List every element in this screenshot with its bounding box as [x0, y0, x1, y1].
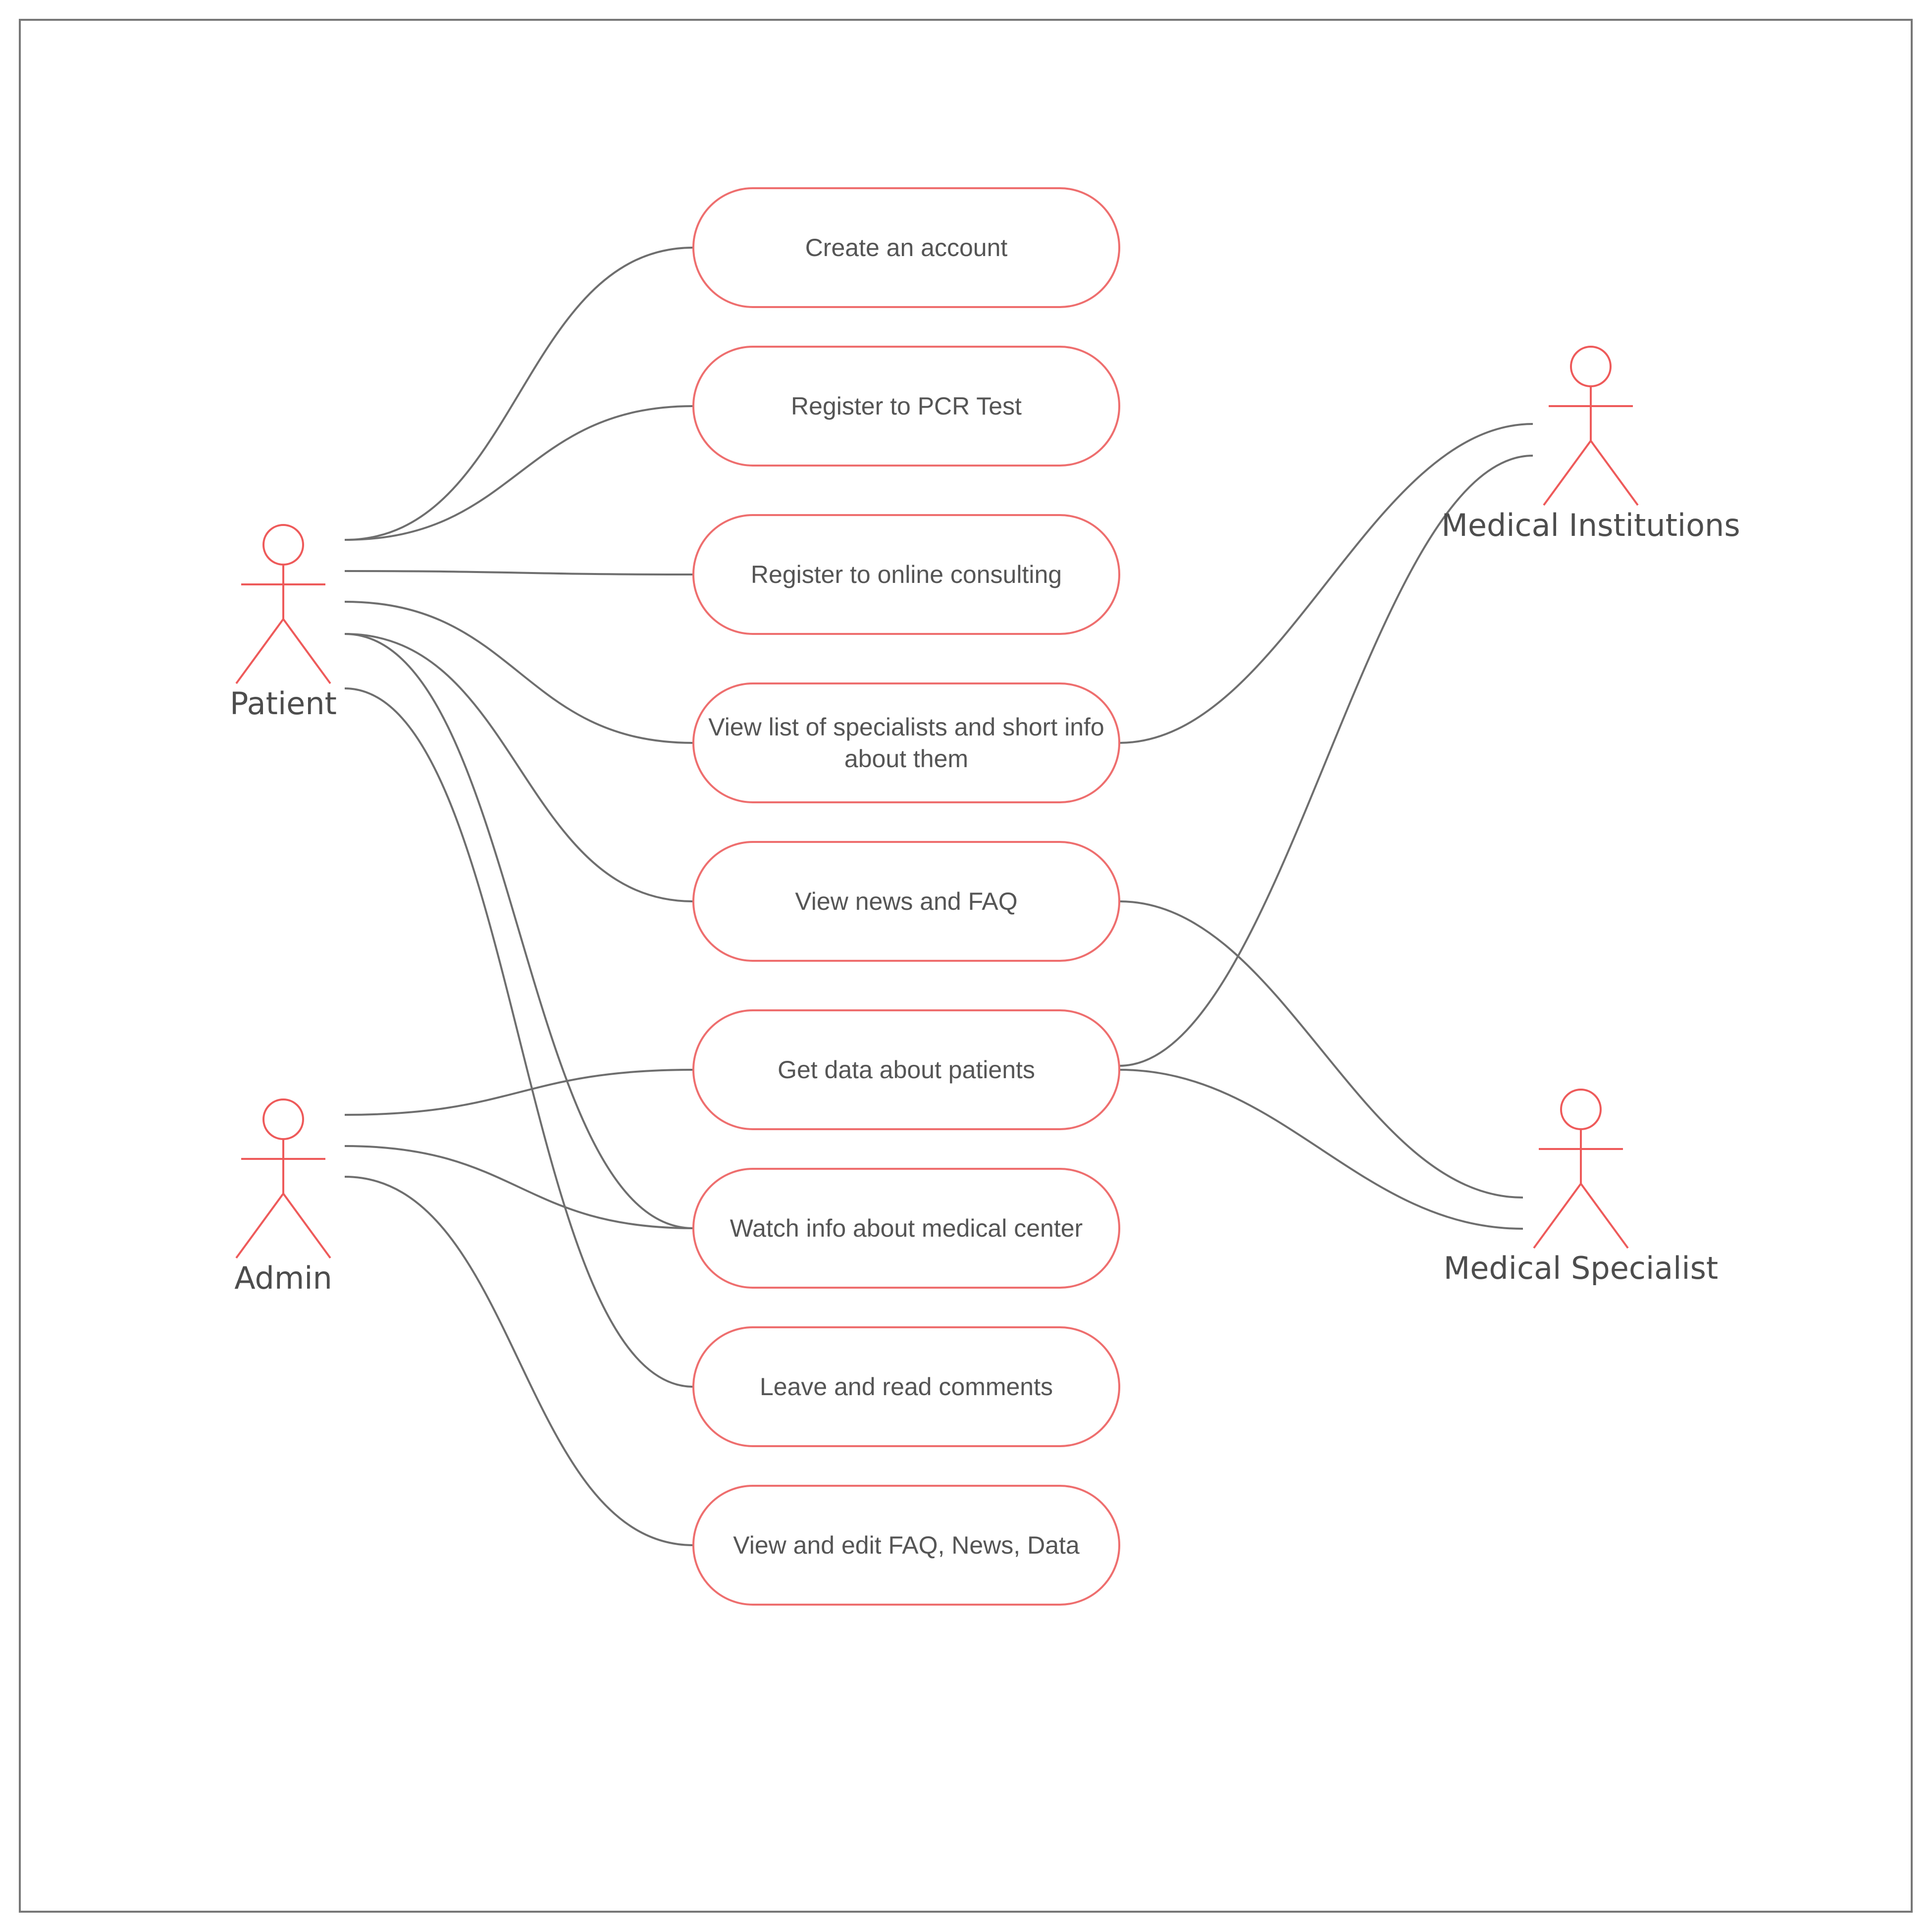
use-case-edit-faq: View and edit FAQ, News, Data [692, 1485, 1120, 1606]
stick-figure-icon [1533, 1089, 1629, 1249]
use-case-ellipse [692, 1168, 1120, 1289]
use-case-ellipse [692, 187, 1120, 308]
association-institutions-get-data [1119, 455, 1533, 1067]
association-admin-watch-info [344, 1145, 694, 1229]
use-case-label: View and edit FAQ, News, Data [733, 1531, 1080, 1559]
association-admin-edit-faq [344, 1176, 694, 1546]
actor-label: Patient [230, 685, 337, 722]
use-case-label: Create an account [805, 234, 1008, 261]
use-case-create-account: Create an account [692, 187, 1120, 308]
use-case-comments: Leave and read comments [692, 1326, 1120, 1447]
use-case-label: Register to PCR Test [791, 392, 1022, 420]
use-case-register-pcr: Register to PCR Test [692, 346, 1120, 467]
use-case-label: View news and FAQ [795, 888, 1017, 915]
actor-label: Medical Institutions [1441, 507, 1740, 543]
use-case-watch-info: Watch info about medical center [692, 1168, 1120, 1289]
actor-label: Medical Specialist [1444, 1250, 1718, 1286]
association-lines [344, 247, 1533, 1546]
actor-institutions: Medical Institutions [1441, 346, 1740, 543]
use-case-ellipse [692, 1485, 1120, 1606]
use-case-label: Register to online consulting [751, 561, 1062, 588]
use-case-register-consulting: Register to online consulting [692, 514, 1120, 635]
association-patient-comments [344, 687, 694, 1388]
use-case-label: Watch info about medical center [730, 1214, 1083, 1242]
stick-figure-icon [1543, 346, 1639, 506]
use-case-label: about them [844, 745, 968, 773]
association-patient-view-specialists [344, 601, 694, 744]
association-patient-view-news [344, 633, 694, 902]
use-case-label: Leave and read comments [760, 1373, 1053, 1401]
association-patient-register-consulting [344, 570, 694, 575]
use-case-ellipse [692, 682, 1120, 803]
association-patient-register-pcr [344, 405, 694, 541]
actor-admin: Admin [234, 1098, 332, 1296]
use-case-view-news: View news and FAQ [692, 841, 1120, 962]
use-case-label: View list of specialists and short info [708, 713, 1104, 741]
association-institutions-view-specialists [1119, 423, 1533, 744]
use-case-view-specialists: View list of specialists and short info a… [692, 682, 1120, 803]
actor-label: Admin [234, 1260, 332, 1296]
use-case-ellipse [692, 514, 1120, 635]
actor-patient: Patient [230, 524, 337, 722]
actor-specialist: Medical Specialist [1444, 1089, 1718, 1286]
association-patient-watch-info [344, 633, 694, 1229]
use-case-ellipse [692, 1009, 1120, 1130]
use-case-get-data: Get data about patients [692, 1009, 1120, 1130]
association-admin-get-data [344, 1069, 694, 1116]
use-case-ellipse [692, 841, 1120, 962]
association-specialist-view-news [1119, 900, 1523, 1199]
use-case-ellipse [692, 346, 1120, 467]
stick-figure-icon [235, 1098, 331, 1259]
use-case-ellipse [692, 1326, 1120, 1447]
stick-figure-icon [235, 524, 331, 684]
association-patient-create-account [344, 247, 694, 541]
use-case-label: Get data about patients [778, 1056, 1035, 1084]
association-specialist-get-data [1119, 1069, 1523, 1230]
